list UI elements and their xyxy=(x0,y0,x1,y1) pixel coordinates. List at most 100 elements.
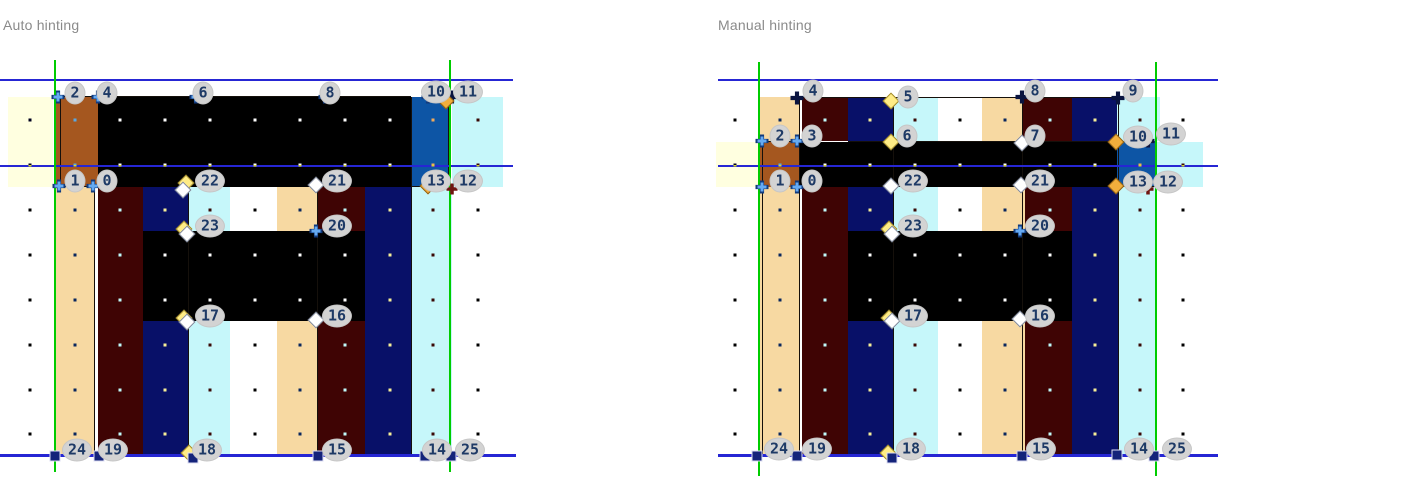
point-number-label: 19 xyxy=(801,437,833,461)
pixel-center-dot xyxy=(778,163,782,167)
pixel-center-dot xyxy=(163,253,167,257)
pixel-center-dot xyxy=(1003,298,1007,302)
pixel-center-dot xyxy=(298,298,302,302)
point-number-label: 20 xyxy=(321,214,353,238)
pixel-center-dot xyxy=(388,208,392,212)
pixel-center-dot xyxy=(388,432,392,436)
pixel-center-dot xyxy=(118,253,122,257)
pixel-center-dot xyxy=(73,343,77,347)
point-number-label: 7 xyxy=(1024,124,1046,148)
pixel-center-dot xyxy=(431,432,435,436)
pixel-center-dot xyxy=(73,298,77,302)
pixel-center-dot xyxy=(73,163,77,167)
pixel-center-dot xyxy=(1048,432,1052,436)
pixel-center-dot xyxy=(733,343,737,347)
pixel-center-dot xyxy=(208,343,212,347)
pixel-center-dot xyxy=(1093,343,1097,347)
point-number-label: 12 xyxy=(1152,170,1184,194)
point-number-label: 21 xyxy=(321,169,353,193)
pixel-center-dot xyxy=(1181,163,1185,167)
point-number-label: 12 xyxy=(452,169,484,193)
glyph-outline-segment xyxy=(893,100,894,456)
pixel-center-dot xyxy=(823,163,827,167)
point-number-label: 17 xyxy=(194,304,226,328)
pixel-center-dot xyxy=(298,208,302,212)
point-number-label: 14 xyxy=(421,438,453,462)
pixel-center-dot xyxy=(868,118,872,122)
pixel-center-dot xyxy=(388,343,392,347)
point-number-label: 1 xyxy=(769,169,791,193)
glyph-raster-block xyxy=(982,97,1023,141)
pixel-center-dot xyxy=(1138,343,1142,347)
pixel-center-dot xyxy=(431,343,435,347)
pixel-center-dot xyxy=(298,253,302,257)
pixel-center-dot xyxy=(28,432,32,436)
point-number-label: 14 xyxy=(1123,437,1155,461)
pixel-center-dot xyxy=(253,432,257,436)
pixel-center-dot xyxy=(73,118,77,122)
point-number-label: 8 xyxy=(319,81,341,105)
point-number-label: 3 xyxy=(801,124,823,148)
pixel-center-dot xyxy=(1138,163,1142,167)
blue-metric-guide-line xyxy=(0,79,513,81)
pixel-center-dot xyxy=(208,298,212,302)
pixel-center-dot xyxy=(388,163,392,167)
point-number-label: 17 xyxy=(897,304,929,328)
pixel-center-dot xyxy=(343,163,347,167)
pixel-center-dot xyxy=(823,253,827,257)
pixel-center-dot xyxy=(1003,118,1007,122)
pixel-center-dot xyxy=(913,298,917,302)
pixel-center-dot xyxy=(1181,118,1185,122)
pixel-center-dot xyxy=(1048,208,1052,212)
pixel-center-dot xyxy=(868,298,872,302)
pixel-center-dot xyxy=(733,388,737,392)
pixel-center-dot xyxy=(1048,388,1052,392)
pixel-center-dot xyxy=(298,388,302,392)
panel-title-manual-hinting: Manual hinting xyxy=(718,17,812,33)
blue-metric-guide-line xyxy=(718,79,1218,81)
control-point-marker xyxy=(791,450,803,462)
pixel-center-dot xyxy=(733,118,737,122)
pixel-center-dot xyxy=(208,208,212,212)
pixel-center-dot xyxy=(958,298,962,302)
pixel-center-dot xyxy=(913,432,917,436)
green-stem-guide-line xyxy=(449,60,451,472)
pixel-center-dot xyxy=(163,388,167,392)
pixel-center-dot xyxy=(343,298,347,302)
pixel-center-dot xyxy=(958,253,962,257)
pixel-center-dot xyxy=(118,432,122,436)
pixel-center-dot xyxy=(1003,343,1007,347)
pixel-center-dot xyxy=(868,432,872,436)
point-number-label: 2 xyxy=(64,81,86,105)
point-number-label: 5 xyxy=(897,85,919,109)
glyph-raster-block xyxy=(8,97,53,187)
pixel-center-dot xyxy=(958,163,962,167)
pixel-center-dot xyxy=(28,343,32,347)
point-number-label: 25 xyxy=(1161,437,1193,461)
pixel-center-dot xyxy=(253,208,257,212)
pixel-center-dot xyxy=(958,432,962,436)
pixel-center-dot xyxy=(778,208,782,212)
pixel-center-dot xyxy=(1003,432,1007,436)
point-number-label: 6 xyxy=(896,124,918,148)
pixel-center-dot xyxy=(733,298,737,302)
pixel-center-dot xyxy=(1181,208,1185,212)
pixel-center-dot xyxy=(1138,432,1142,436)
pixel-center-dot xyxy=(733,432,737,436)
pixel-center-dot xyxy=(476,118,480,122)
pixel-center-dot xyxy=(733,208,737,212)
panel-title-auto-hinting: Auto hinting xyxy=(3,17,80,33)
pixel-center-dot xyxy=(73,388,77,392)
pixel-center-dot xyxy=(1138,388,1142,392)
pixel-center-dot xyxy=(868,208,872,212)
pixel-center-dot xyxy=(823,343,827,347)
pixel-center-dot xyxy=(958,388,962,392)
pixel-center-dot xyxy=(163,298,167,302)
pixel-center-dot xyxy=(913,163,917,167)
pixel-center-dot xyxy=(1048,118,1052,122)
point-number-label: 11 xyxy=(452,80,484,104)
pixel-center-dot xyxy=(778,432,782,436)
control-point-marker xyxy=(1016,450,1028,462)
point-number-label: 22 xyxy=(194,169,226,193)
